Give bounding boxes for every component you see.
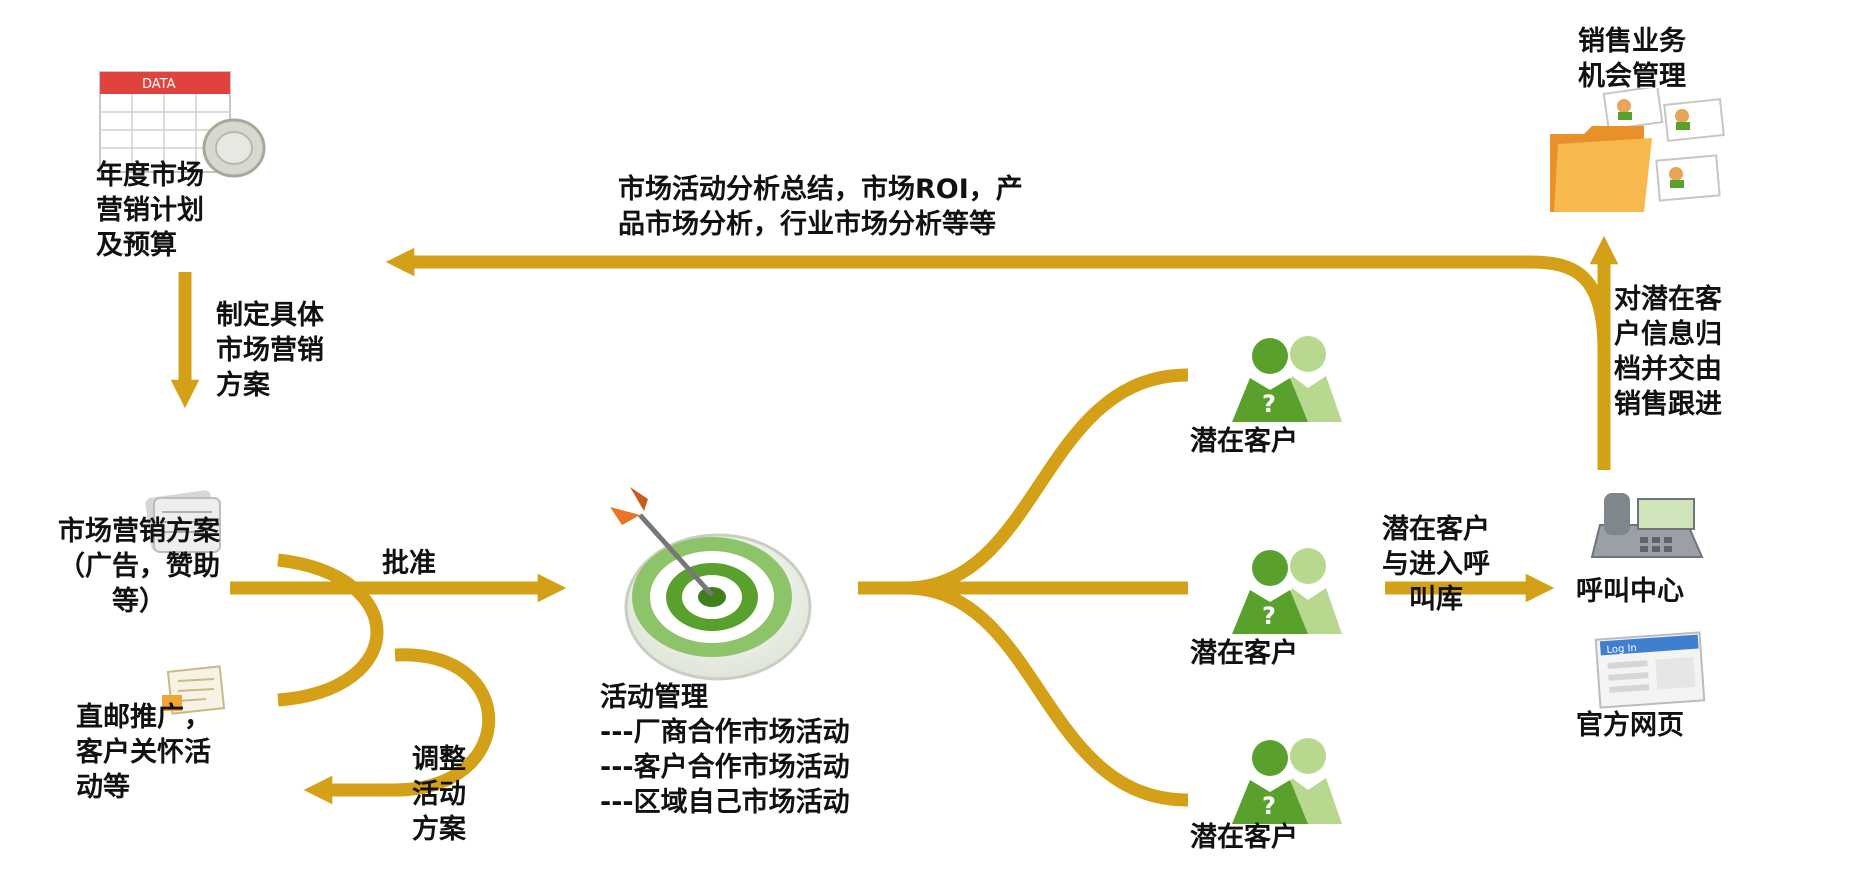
adjust-label: 调整 活动 方案	[412, 744, 466, 845]
spreadsheet-icon-text: DATA	[142, 77, 176, 92]
archive-label: 对潜在客 户信息归 档并交由 销售跟进	[1614, 284, 1722, 420]
svg-text:?: ?	[1262, 792, 1276, 820]
prospect-label-2: 潜在客户	[1190, 638, 1298, 669]
spreadsheet-icon: DATA	[99, 71, 266, 178]
approve-label: 批准	[382, 548, 436, 579]
folder-contacts-icon	[1550, 88, 1725, 212]
marketing-plan-label: 市场营销方案 （广告，赞助 等）	[58, 516, 220, 617]
question-person-icon-3: ?	[1232, 738, 1342, 824]
arrow-feedback	[385, 247, 1611, 351]
arrow-adjust	[303, 648, 496, 805]
to-call-db-label: 潜在客户 与进入呼 叫库	[1382, 514, 1490, 615]
annual-plan-label: 年度市场 营销计划 及预算	[96, 160, 204, 261]
bracket-plan-mail	[277, 553, 384, 707]
question-person-icon-1: ?	[1232, 336, 1342, 422]
feedback-label: 市场活动分析总结，市场ROI，产 品市场分析，行业市场分析等等	[618, 174, 1023, 240]
question-person-icon-2: ?	[1232, 548, 1342, 634]
mail-document-icon	[162, 665, 226, 715]
webpage-icon-text: Log In	[1606, 643, 1637, 656]
svg-text:?: ?	[1262, 390, 1276, 418]
sales-opportunity-label: 销售业务 机会管理	[1578, 26, 1686, 92]
webpage-icon: Log In	[1594, 631, 1706, 709]
make-plan-label: 制定具体 市场营销 方案	[216, 300, 324, 401]
official-web-label: 官方网页	[1576, 710, 1684, 741]
document-icon	[145, 490, 221, 553]
telephone-icon	[1590, 493, 1704, 558]
svg-text:?: ?	[1262, 602, 1276, 630]
prospect-label-3: 潜在客户	[1190, 822, 1298, 853]
activity-management-label: 活动管理 ---厂商合作市场活动 ---客户合作市场活动 ---区域自己市场活动	[600, 682, 850, 818]
branch-prospect-3	[904, 581, 1189, 807]
call-center-label: 呼叫中心	[1576, 576, 1684, 607]
branch-prospect-1	[904, 368, 1189, 595]
direct-mail-label: 直邮推广， 客户关怀活 动等	[76, 702, 211, 803]
prospect-label-1: 潜在客户	[1190, 426, 1298, 457]
target-icon	[610, 487, 812, 681]
